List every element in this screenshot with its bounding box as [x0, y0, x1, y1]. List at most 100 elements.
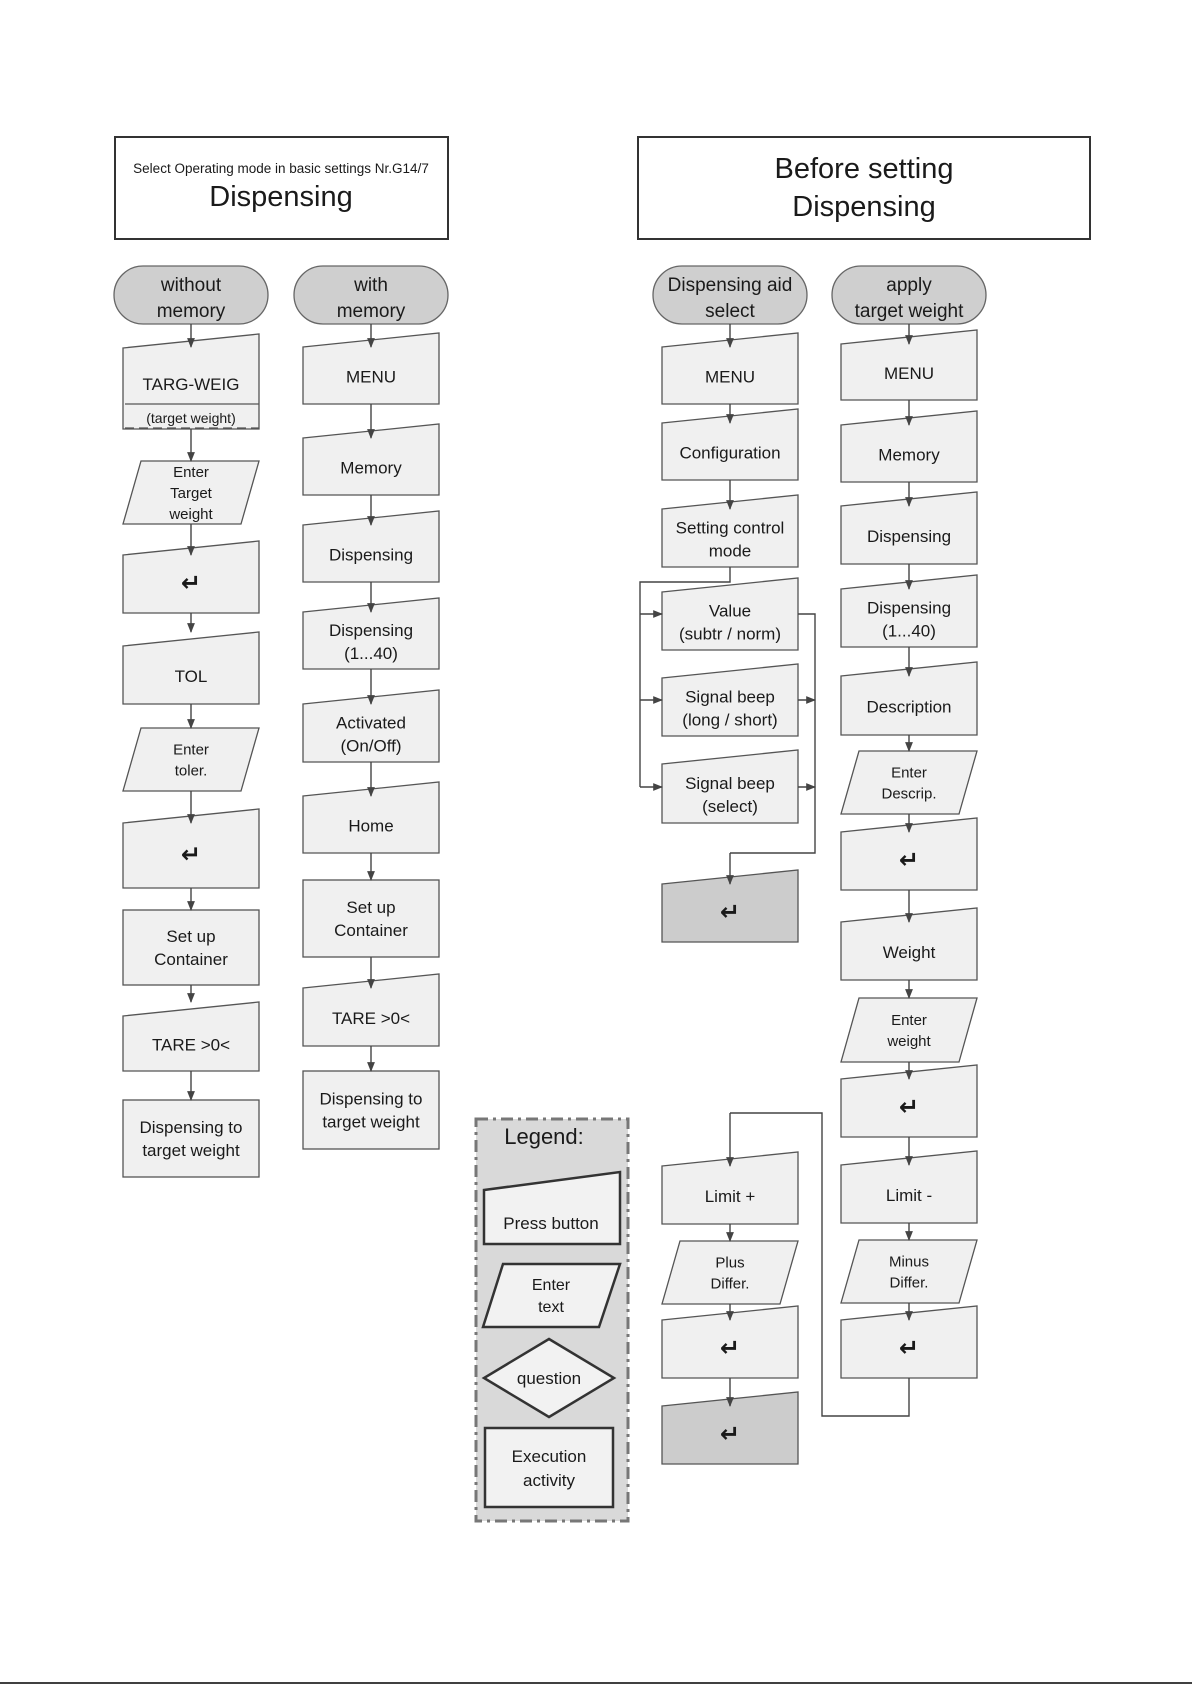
apply-target-weight-step-13-enter: ↵	[840, 1305, 978, 1379]
with-memory-step-6-home-label: Home	[348, 816, 393, 835]
dispensing-aid-step-6-signal-beep-select-label-2: (select)	[702, 797, 758, 816]
limit-plus-step-3-enter-label: ↵	[720, 1335, 740, 1362]
without-memory-step-7-set-up-container-label-1: Set up	[166, 927, 215, 946]
without-memory-step-1-targ-weig-label: TARG-WEIG	[143, 375, 240, 394]
targ-weig-sub-label-text: (target weight)	[146, 410, 235, 426]
dispensing-aid-step-2-configuration: Configuration	[661, 408, 799, 481]
start-without-memory-label-1: without	[160, 275, 222, 296]
without-memory-step-3-enter: ↵	[122, 540, 260, 614]
with-memory-step-2-memory-label: Memory	[340, 458, 402, 477]
with-memory-step-3-dispensing: Dispensing	[302, 510, 440, 583]
dispensing-aid-step-5-signal-beep-long-short-label-1: Signal beep	[685, 687, 775, 706]
flow-line	[730, 613, 816, 854]
limit-plus-step-3-enter: ↵	[661, 1305, 799, 1379]
legend-question-label: question	[517, 1369, 581, 1388]
with-memory-step-7-set-up-container-label-2: Container	[334, 921, 408, 940]
limit-plus-step-4-enter: ↵	[661, 1391, 799, 1465]
apply-target-weight-step-1-menu: MENU	[840, 329, 978, 401]
with-memory-step-5-activated-on-off-label-1: Activated	[336, 713, 406, 732]
apply-target-weight-step-7-enter: ↵	[840, 817, 978, 891]
dispensing-aid-step-7-enter-label: ↵	[720, 899, 740, 926]
with-memory-step-9-dispensing-to-target-wei-label-2: target weight	[322, 1112, 420, 1131]
without-memory-step-9-dispensing-to-target-wei-label-2: target weight	[142, 1141, 240, 1160]
right-header-title-line2: Dispensing	[792, 191, 935, 223]
dispensing-aid-step-4-value-subtr-norm-label-1: Value	[709, 601, 751, 620]
left-header-title: Dispensing	[209, 181, 352, 213]
start-without-memory-label-2: memory	[157, 301, 226, 322]
with-memory-step-7-set-up-container: Set up Container	[302, 879, 440, 958]
start-apply-target-weight-label-1: apply	[886, 275, 932, 296]
apply-target-weight-step-6-enter-descrip-label-1: Enter	[891, 764, 927, 781]
left-header: Select Operating mode in basic settings …	[114, 136, 449, 240]
without-memory-step-8-tare-0-label: TARE >0<	[152, 1035, 230, 1054]
legend-activity-label-2: activity	[523, 1471, 575, 1490]
without-memory-step-3-enter-label: ↵	[181, 570, 201, 597]
left-header-subtitle: Select Operating mode in basic settings …	[133, 161, 429, 176]
legend-activity-label-1: Execution	[512, 1447, 587, 1466]
apply-target-weight-step-10-enter: ↵	[840, 1064, 978, 1138]
targ-weig-sub-label: (target weight)	[125, 403, 259, 429]
apply-target-weight-step-9-enter-weight-label-2: weight	[886, 1033, 931, 1050]
without-memory-step-6-enter: ↵	[122, 808, 260, 889]
dispensing-aid-step-3-setting-control-mode-label-1: Setting control	[676, 518, 785, 537]
without-memory-step-4-tol-label: TOL	[175, 667, 208, 686]
apply-target-weight-step-5-description: Description	[840, 661, 978, 736]
without-memory-step-9-dispensing-to-target-wei: Dispensing to target weight	[122, 1099, 260, 1178]
with-memory-step-6-home: Home	[302, 781, 440, 854]
with-memory-step-4-dispensing-1-40-label-2: (1...40)	[344, 644, 398, 663]
without-memory-step-6-enter-label: ↵	[181, 841, 201, 868]
dispensing-aid-step-4-value-subtr-norm-label-2: (subtr / norm)	[679, 624, 781, 643]
dispensing-aid-step-5-signal-beep-long-short: Signal beep(long / short)	[661, 663, 799, 737]
limit-plus-step-4-enter-label: ↵	[720, 1421, 740, 1448]
apply-target-weight-step-4-dispensing-1-40: Dispensing(1...40)	[840, 574, 978, 648]
legend-press-button: Press button	[482, 1170, 622, 1246]
apply-target-weight-step-4-dispensing-1-40-label-1: Dispensing	[867, 598, 951, 617]
apply-target-weight-step-3-dispensing: Dispensing	[840, 491, 978, 565]
apply-target-weight-step-11-limit: Limit -	[840, 1150, 978, 1224]
apply-target-weight-step-3-dispensing-label: Dispensing	[867, 527, 951, 546]
apply-target-weight-step-9-enter-weight-label-1: Enter	[891, 1012, 927, 1029]
start-apply-target-weight: apply target weight	[831, 265, 987, 325]
dispensing-aid-step-6-signal-beep-select: Signal beep(select)	[661, 749, 799, 824]
dispensing-aid-step-1-menu: MENU	[661, 332, 799, 405]
dispensing-aid-step-4-value-subtr-norm: Value (subtr / norm)	[661, 577, 799, 651]
without-memory-step-5-enter-toler-label-2: toler.	[175, 762, 208, 779]
apply-target-weight-step-9-enter-weight: Enter weight	[840, 997, 978, 1063]
right-header-title-line1: Before setting	[775, 153, 954, 185]
with-memory-step-9-dispensing-to-target-wei-label-1: Dispensing to	[319, 1089, 422, 1108]
dispensing-aid-step-3-setting-control-mode: Setting control mode	[661, 494, 799, 568]
legend: Legend: Press button Enter text question…	[474, 1117, 630, 1523]
apply-target-weight-step-2-memory: Memory	[840, 410, 978, 483]
without-memory-step-2-enter-target-weight-label-3: weight	[168, 506, 213, 523]
without-memory-step-2-enter-target-weight-label-1: Enter	[173, 464, 209, 481]
apply-target-weight-step-8-weight-label: Weight	[883, 943, 936, 962]
legend-enter-label-1: Enter	[532, 1277, 571, 1294]
with-memory-step-8-tare-0: TARE >0<	[302, 973, 440, 1047]
start-without-memory: without memory	[113, 265, 269, 325]
with-memory-step-7-set-up-container-label-1: Set up	[346, 898, 395, 917]
limit-plus-step-1-limit-label: Limit +	[705, 1187, 756, 1206]
with-memory-step-8-tare-0-label: TARE >0<	[332, 1009, 410, 1028]
legend-enter-text: Enter text	[481, 1262, 622, 1329]
apply-target-weight-step-6-enter-descrip-label-2: Descrip.	[881, 785, 936, 802]
with-memory-step-5-activated-on-off-label-2: (On/Off)	[340, 736, 401, 755]
apply-target-weight-step-13-enter-label: ↵	[899, 1335, 919, 1362]
apply-target-weight-step-12-minus-differ-label-2: Differ.	[890, 1274, 929, 1291]
dispensing-aid-step-1-menu-label: MENU	[705, 367, 755, 386]
apply-target-weight-step-2-memory-label: Memory	[878, 445, 940, 464]
legend-enter-label-2: text	[538, 1299, 564, 1316]
without-memory-step-1-targ-weig: TARG-WEIG	[122, 333, 260, 430]
without-memory-step-9-dispensing-to-target-wei-label-1: Dispensing to	[139, 1118, 242, 1137]
legend-execution-activity: Execution activity	[483, 1426, 615, 1509]
dispensing-aid-step-3-setting-control-mode-label-2: mode	[709, 541, 752, 560]
with-memory-step-5-activated-on-off: Activated (On/Off)	[302, 689, 440, 763]
apply-target-weight-step-12-minus-differ-label-1: Minus	[889, 1253, 929, 1270]
start-apply-target-weight-label-2: target weight	[855, 301, 965, 322]
